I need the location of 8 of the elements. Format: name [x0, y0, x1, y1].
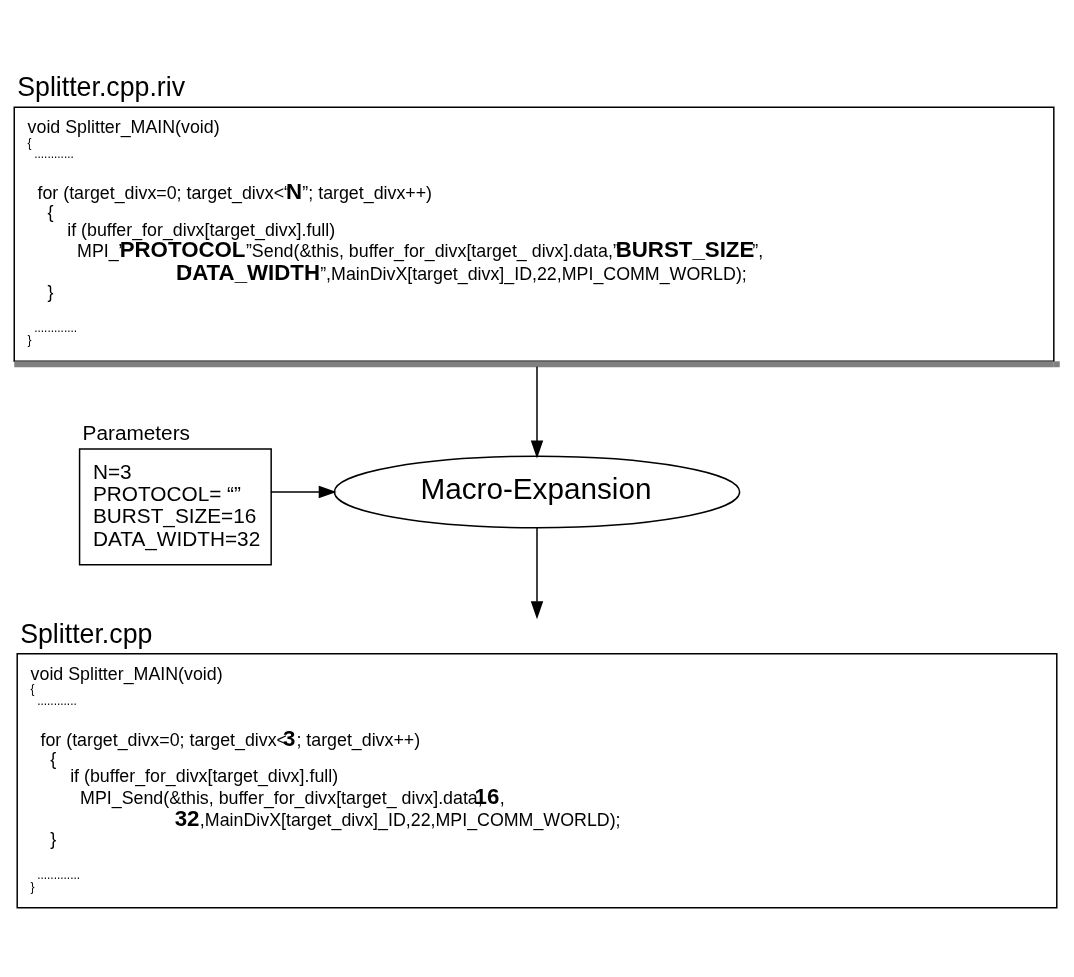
- node-ellipse: Macro-Expansion: [333, 454, 741, 528]
- node-box: N=3 PROTOCOL= “” BURST_SIZE=16 DATA_WIDTH=32: [78, 447, 272, 565]
- node-label: Splitter.cpp.riv: [17, 71, 186, 102]
- arrow: [530, 365, 544, 458]
- arrow: [530, 526, 544, 619]
- node-label: Splitter.cpp: [20, 618, 153, 649]
- node-label: Parameters: [82, 420, 190, 444]
- arrow: [270, 485, 337, 498]
